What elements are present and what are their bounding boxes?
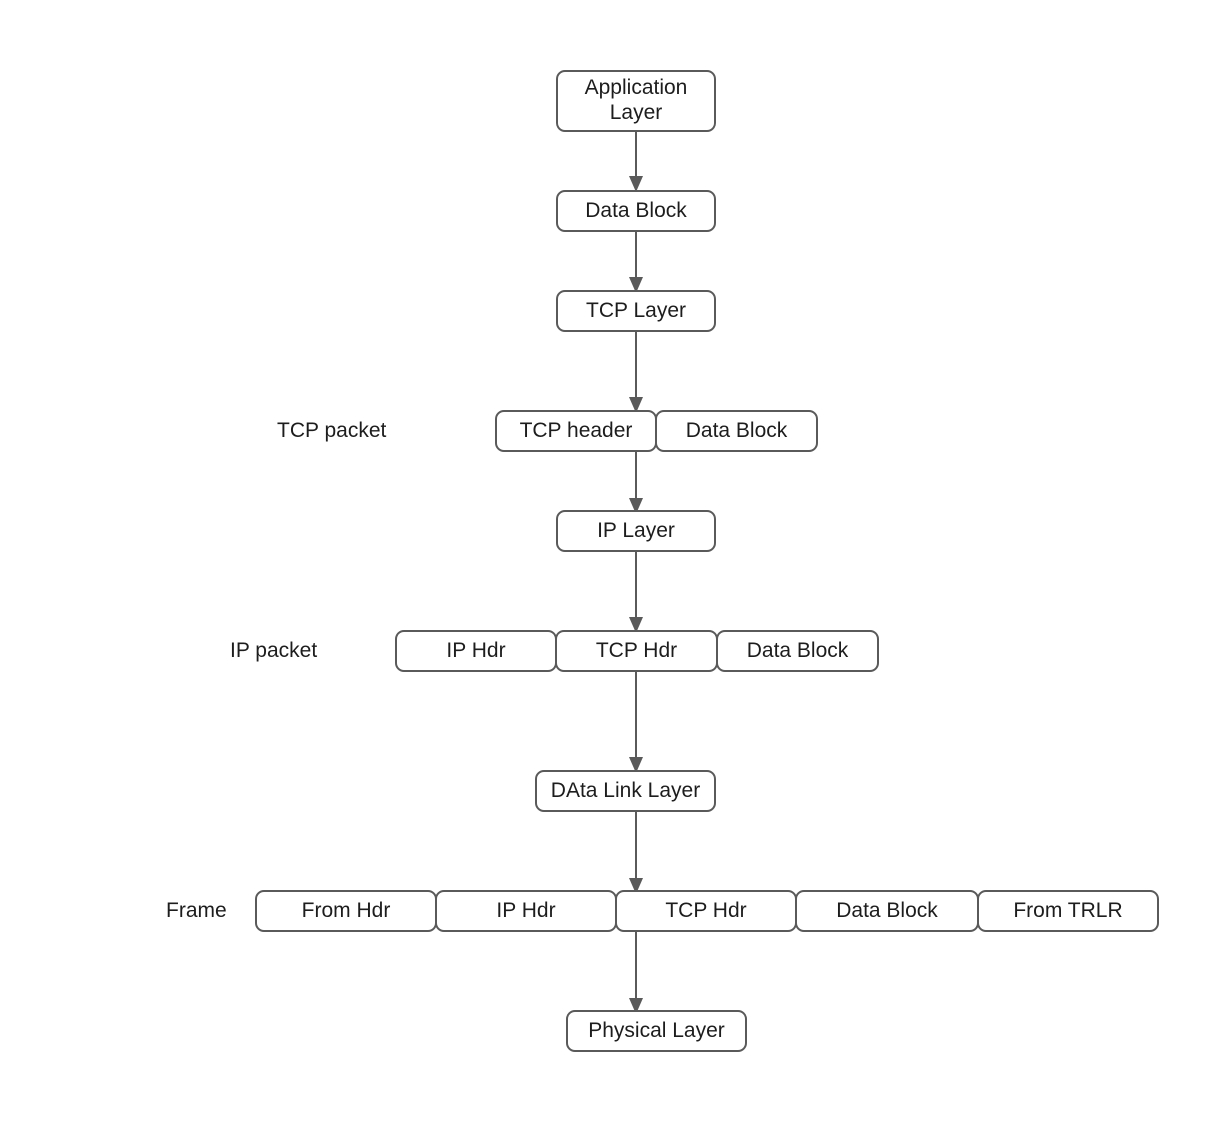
arrow-application-to-data-block [616,128,656,194]
node-data-link-layer[interactable]: DAta Link Layer [535,770,716,812]
ip-packet-segment[interactable]: TCP Hdr [555,630,718,672]
frame-segment[interactable]: Data Block [795,890,979,932]
node-application-layer-label: Application Layer [585,76,688,126]
tcp-packet-row: TCP header Data Block [495,410,818,452]
frame-segment[interactable]: IP Hdr [435,890,617,932]
frame-segment[interactable]: From Hdr [255,890,437,932]
tcp-packet-segment[interactable]: Data Block [655,410,818,452]
arrow-data-block-to-tcp-layer [616,229,656,295]
arrow-ip-layer-to-ip-packet [616,549,656,635]
frame-segment[interactable]: From TRLR [977,890,1159,932]
arrow-data-link-layer-to-frame [616,810,656,896]
frame-segment[interactable]: TCP Hdr [615,890,797,932]
arrow-tcp-layer-to-tcp-packet [616,329,656,415]
ip-packet-row: IP Hdr TCP Hdr Data Block [395,630,879,672]
ip-packet-segment[interactable]: IP Hdr [395,630,557,672]
label-ip-packet: IP packet [230,639,318,662]
node-application-layer[interactable]: Application Layer [556,70,716,132]
label-tcp-packet: TCP packet [277,419,387,442]
ip-packet-segment[interactable]: Data Block [716,630,879,672]
label-frame: Frame [166,899,227,922]
arrow-ip-packet-to-data-link-layer [616,669,656,775]
node-physical-layer[interactable]: Physical Layer [566,1010,747,1052]
node-ip-layer[interactable]: IP Layer [556,510,716,552]
node-application-layer-label-line2: Layer [609,101,663,124]
frame-row: From Hdr IP Hdr TCP Hdr Data Block From … [255,890,1159,932]
node-data-block[interactable]: Data Block [556,190,716,232]
arrow-frame-to-physical-layer [616,930,656,1016]
arrow-tcp-packet-to-ip-layer [616,450,656,516]
node-application-layer-label-line1: Application [584,76,688,100]
node-tcp-layer[interactable]: TCP Layer [556,290,716,332]
tcp-packet-segment[interactable]: TCP header [495,410,657,452]
